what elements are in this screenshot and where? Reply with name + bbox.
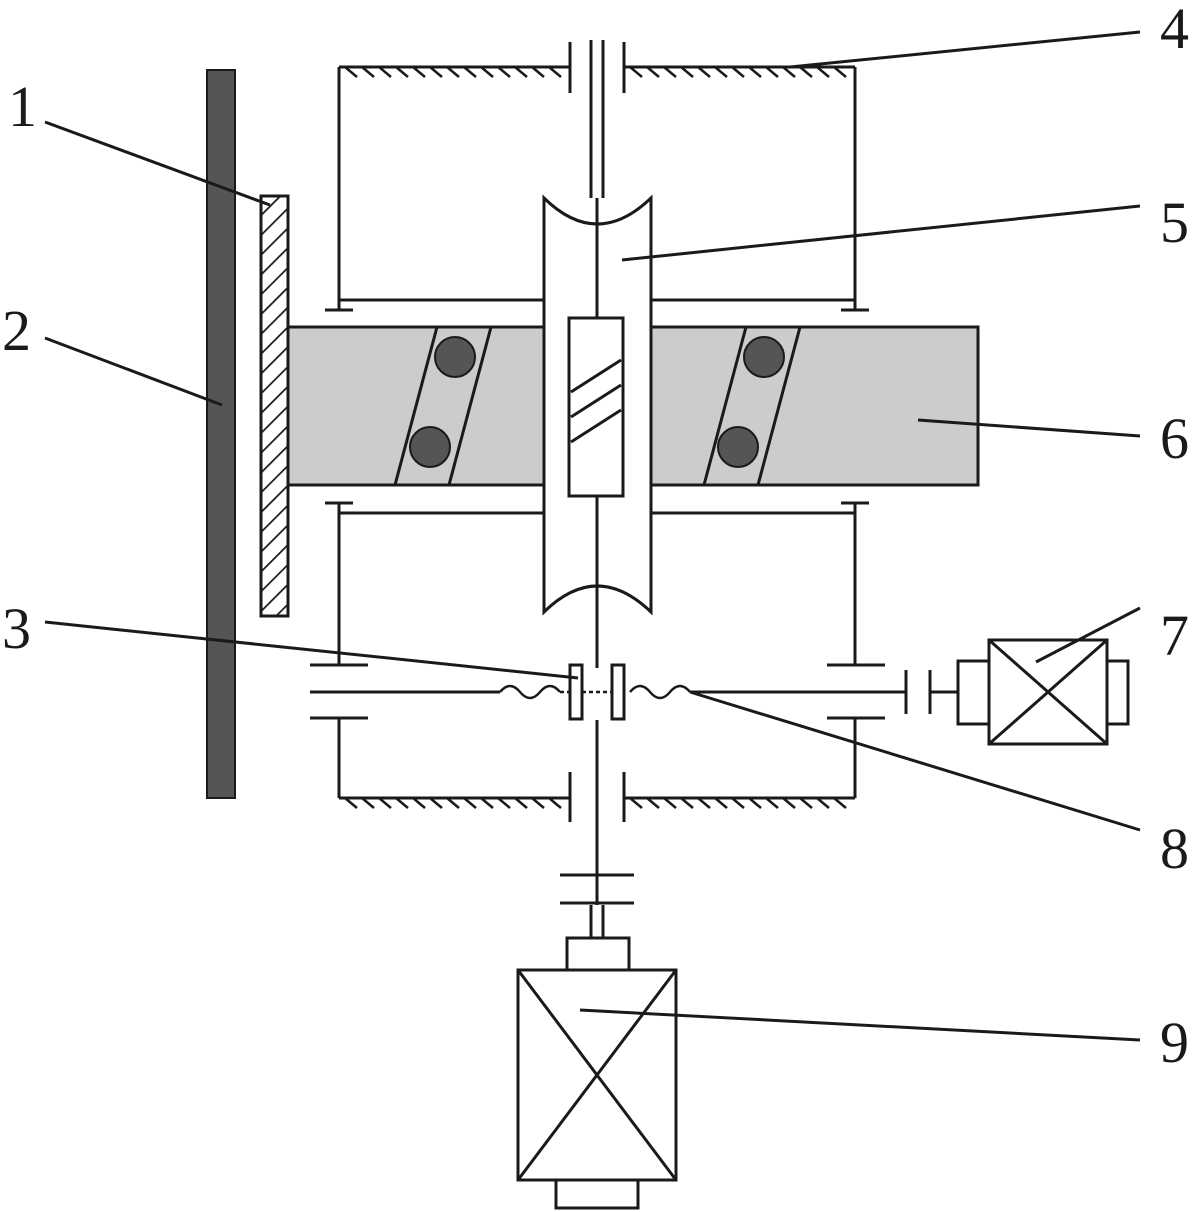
ball-left-lower [409, 426, 451, 468]
key-block [567, 316, 625, 498]
leader-2 [44, 336, 223, 407]
label-4: 4 [1160, 0, 1189, 61]
motor-9 [516, 936, 678, 1210]
leader-5 [621, 204, 1141, 262]
label-5: 5 [1160, 190, 1189, 255]
top-bearing [568, 42, 626, 93]
label-7: 7 [1160, 603, 1189, 668]
left-ball-groove [393, 326, 493, 486]
leader-4 [789, 30, 1141, 69]
label-3: 3 [2, 596, 31, 661]
hatched-plate [259, 194, 290, 618]
key-block-threads [570, 358, 622, 444]
lower-horizontal-shaft [310, 663, 958, 721]
leader-1 [44, 120, 271, 207]
motor-7 [956, 638, 1130, 746]
ball-right-upper [743, 336, 785, 378]
label-1: 1 [8, 74, 37, 139]
leader-lines [44, 30, 1141, 1042]
label-6: 6 [1160, 406, 1189, 471]
leader-9 [579, 1008, 1141, 1042]
label-9: 9 [1160, 1010, 1189, 1075]
bottom-bearing [568, 772, 626, 822]
leader-6 [917, 418, 1141, 438]
leader-7 [1035, 606, 1141, 664]
ball-left-upper [434, 336, 476, 378]
label-2: 2 [2, 298, 31, 363]
ball-right-lower [717, 426, 759, 468]
clutch-plate-left [568, 663, 584, 721]
clutch-plate-right [610, 663, 626, 721]
right-ball-groove [702, 326, 802, 486]
housing-frame [325, 65, 869, 809]
rack-bar [206, 69, 236, 799]
bottom-coupling [560, 873, 634, 905]
leader-8 [689, 690, 1141, 832]
leader-3 [44, 620, 579, 680]
label-8: 8 [1160, 816, 1189, 881]
